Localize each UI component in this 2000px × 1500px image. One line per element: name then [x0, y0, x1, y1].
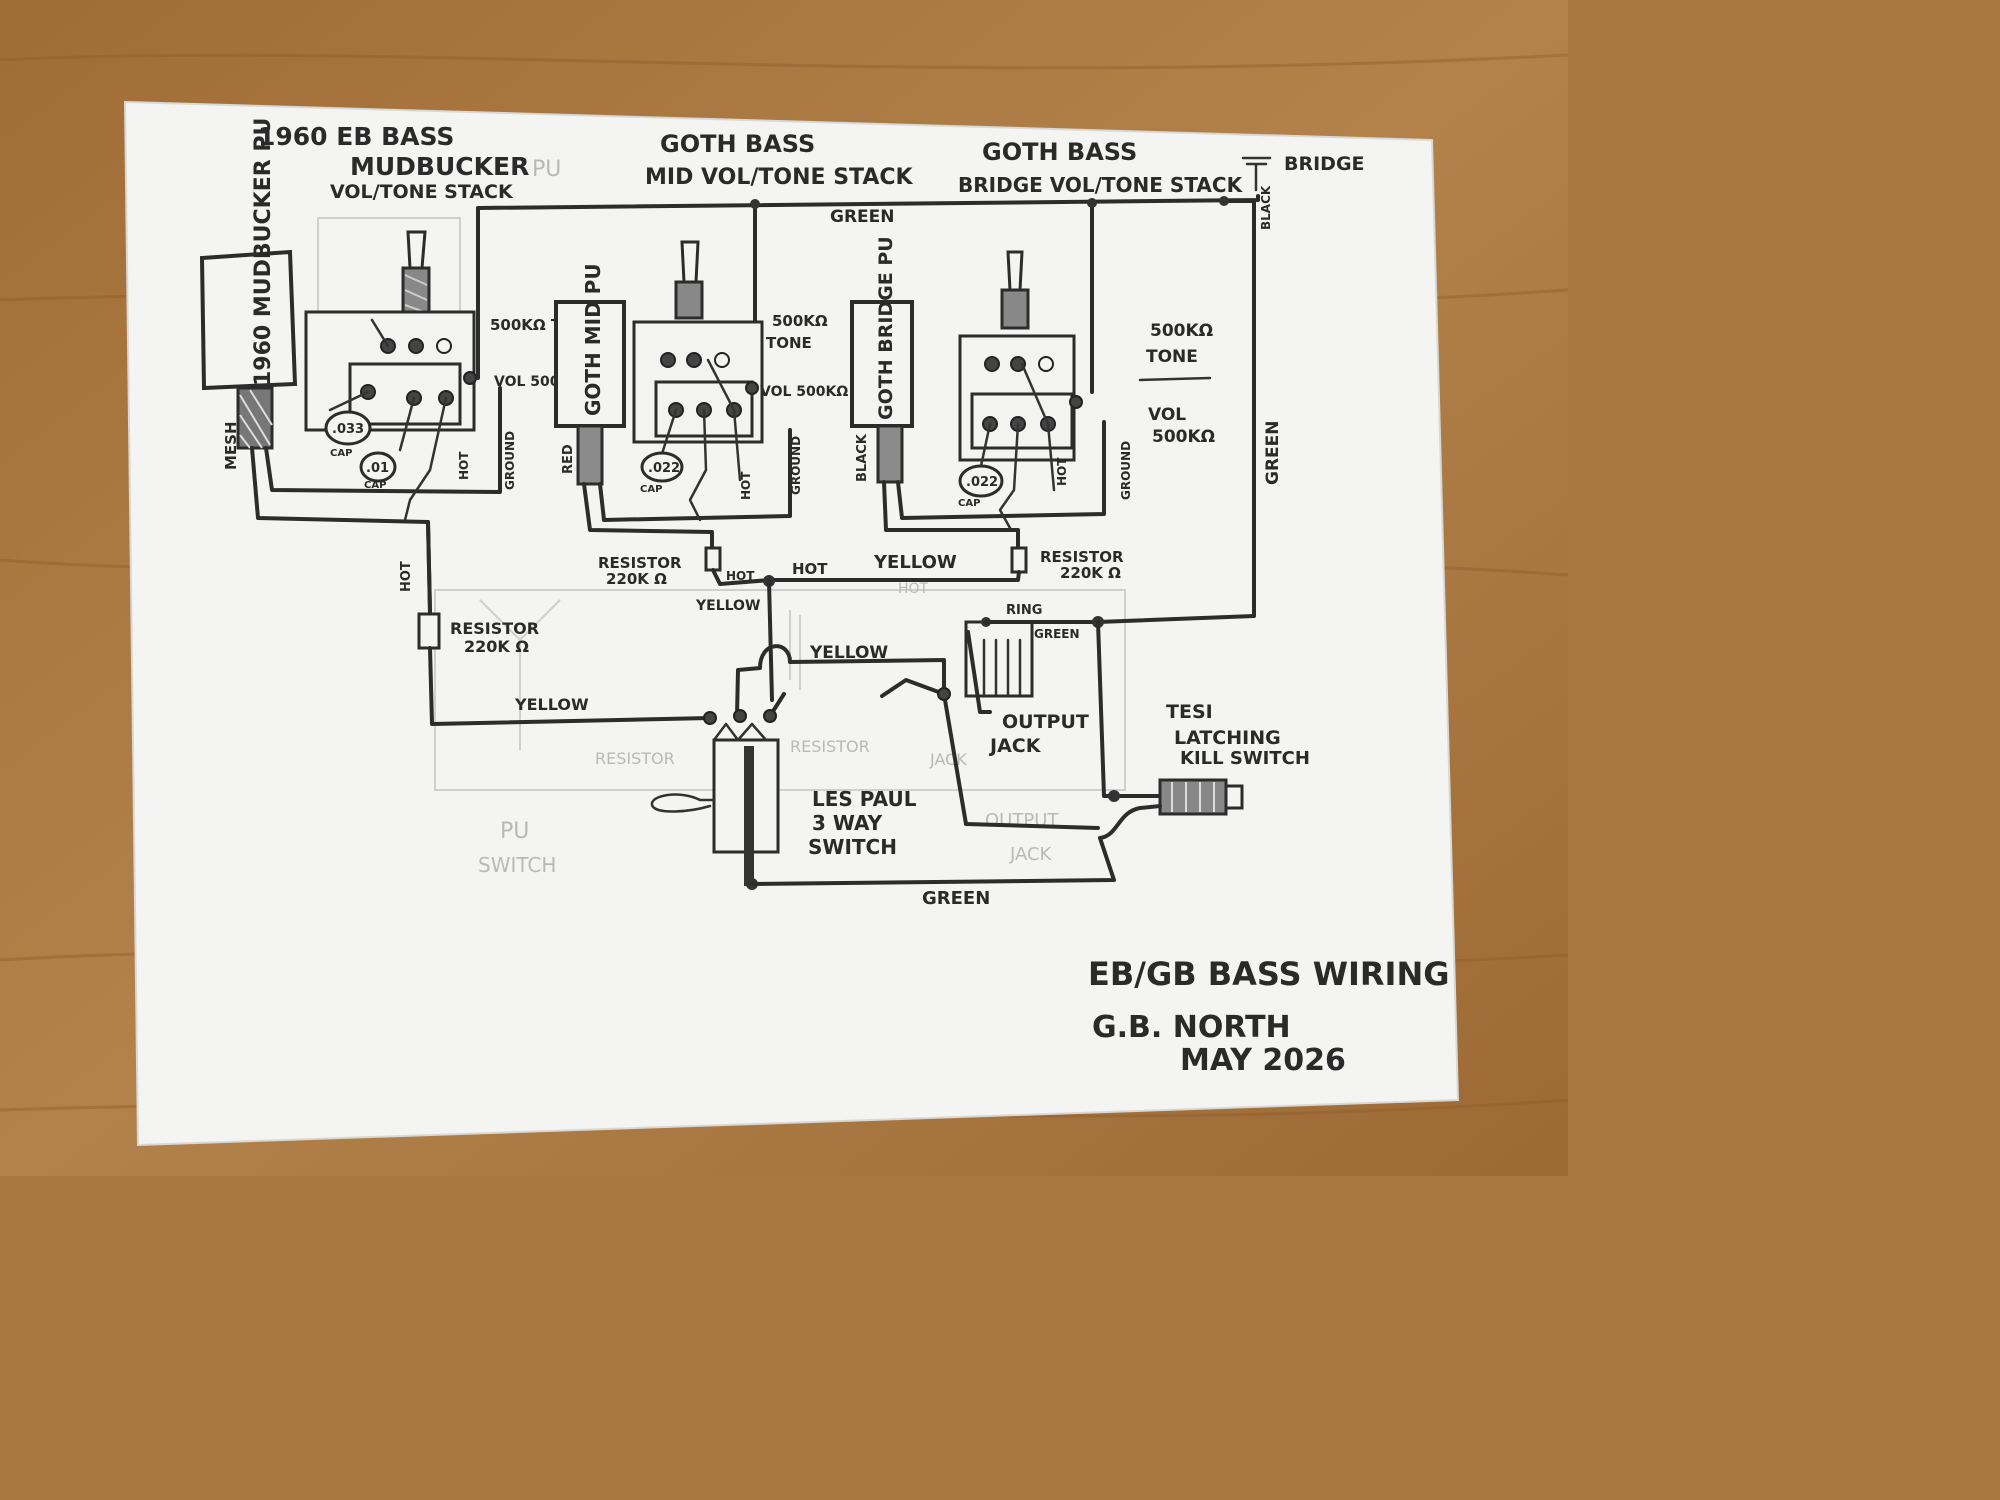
eb-mesh-label: MESH	[222, 421, 240, 470]
wiring-diagram-sheet: PU SWITCH RESISTOR RESISTOR OUTPUT JACK …	[123, 100, 1460, 1147]
bridge-tone-pot-label-b: TONE	[1146, 347, 1198, 367]
mid-resistor	[704, 546, 722, 572]
junction-yellow-wire-label: YELLOW	[695, 598, 760, 614]
eb-cap-b-word: CAP	[364, 480, 386, 491]
mid-pickup-label: GOTH MID PU	[581, 263, 605, 416]
joint-yellow-wire-label: YELLOW	[873, 552, 957, 573]
eb-ground-label: GROUND	[503, 431, 517, 490]
eb-cap-b-value: .01	[366, 461, 389, 476]
bridge-ground-label: BRIDGE	[1284, 153, 1365, 175]
right-green-wire-label: GREEN	[1263, 421, 1283, 486]
bridge-black-pickup-wire-label: BLACK	[855, 433, 870, 482]
eb-heading-line2: MUDBUCKER	[350, 152, 529, 181]
diagram-author: G.B. NORTH	[1092, 1010, 1291, 1045]
ring-wire-label: RING	[1006, 603, 1042, 618]
ground-bus-green-label: GREEN	[830, 207, 895, 227]
mid-heading-line1: GOTH BASS	[660, 130, 815, 158]
eb-heading-line3: VOL/TONE STACK	[330, 181, 514, 203]
mid-hot-label: HOT	[739, 471, 753, 500]
bridge-cap-word: CAP	[958, 498, 980, 509]
mid-resistor-label: RESISTOR	[598, 554, 682, 572]
mid-vol-tone-stack: .022 CAP 500KΩ TONE VOL 500KΩ HOT GROUND	[632, 240, 848, 522]
ghost-pu-text: PU	[500, 819, 529, 844]
kill-switch-label-b: LATCHING	[1174, 727, 1281, 749]
mid-heading-line2: MID VOL/TONE STACK	[645, 165, 914, 190]
eb-cap-a-word: CAP	[330, 448, 352, 459]
mid-ground-label: GROUND	[789, 436, 803, 495]
output-jack-label-a: OUTPUT	[1002, 711, 1089, 733]
mid-cap-word: CAP	[640, 484, 662, 495]
bridge-ground-symbol: BLACK	[1241, 156, 1273, 230]
bottom-green-wire-label: GREEN	[922, 888, 990, 909]
mid-hot-wire-label: HOT	[726, 569, 755, 583]
eb-hot-label: HOT	[457, 451, 471, 480]
tesi-latching-kill-switch: TESI LATCHING KILL SWITCH GREEN	[750, 620, 1310, 909]
eb-cap-a-value: .033	[332, 422, 364, 437]
ring-green-wire-label: GREEN	[1034, 627, 1080, 641]
mid-red-wire-label: RED	[561, 444, 576, 474]
erased-sketch: PU SWITCH RESISTOR RESISTOR OUTPUT JACK …	[317, 217, 1126, 877]
bridge-tone-pot-label-a: 500KΩ	[1150, 321, 1213, 341]
mid-tone-pot-label-b: TONE	[766, 334, 812, 352]
ghost-hot-text: HOT	[898, 581, 929, 597]
eb-resistor-value: 220K Ω	[464, 637, 529, 656]
eb-heading-line1: 1960 EB BASS	[258, 122, 454, 151]
ground-node-bridge	[1087, 198, 1097, 208]
switch-label-c: SWITCH	[808, 835, 897, 859]
diagram-title: EB/GB BASS WIRING	[1088, 955, 1449, 993]
bridge-hot-label: HOT	[1055, 457, 1069, 486]
les-paul-3-way-switch: LES PAUL 3 WAY SWITCH YELLOW	[650, 643, 946, 890]
eb-yellow-wire-label: YELLOW	[514, 695, 589, 714]
switch-label-a: LES PAUL	[812, 787, 917, 811]
eb-resistor	[417, 612, 441, 650]
mid-cap-value: .022	[648, 461, 680, 476]
ghost-resistor-text-2: RESISTOR	[790, 737, 870, 756]
joint-hot-wire-label: HOT	[792, 560, 828, 578]
output-jack: RING GREEN OUTPUT JACK	[880, 603, 1104, 830]
kill-switch-label-a: TESI	[1166, 701, 1213, 723]
kill-switch-label-c: KILL SWITCH	[1180, 748, 1310, 769]
ghost-jack-text-2: JACK	[929, 750, 967, 769]
eb-resistor-label: RESISTOR	[450, 619, 539, 638]
bridge-resistor-label: RESISTOR	[1040, 548, 1124, 566]
switch-label-b: 3 WAY	[812, 811, 883, 835]
bridge-ground-label: GROUND	[1119, 441, 1133, 500]
eb-mudbucker-pickup: 1960 MUDBUCKER PU MESH	[199, 118, 502, 612]
eb-hot-wire-label: HOT	[399, 561, 414, 592]
goth-bridge-pickup: GOTH BRIDGE PU BLACK	[850, 236, 1106, 550]
headings: 1960 EB BASS MUDBUCKER PU VOL/TONE STACK…	[258, 122, 1365, 203]
bridge-vol-pot-label-a: VOL	[1148, 405, 1186, 425]
mid-vol-pot-label: VOL 500KΩ	[760, 384, 848, 400]
goth-mid-pickup: GOTH MID PU RED	[554, 263, 792, 550]
ground-node-mid	[750, 199, 760, 209]
ghost-resistor-text-1: RESISTOR	[595, 749, 675, 768]
diagram-date: MAY 2026	[1180, 1043, 1346, 1078]
mid-resistor-value: 220K Ω	[606, 570, 667, 588]
bridge-resistor-value: 220K Ω	[1060, 564, 1121, 582]
ghost-jack-text: JACK	[1009, 844, 1053, 865]
bridge-black-wire-label: BLACK	[1259, 185, 1273, 230]
ghost-switch-text: SWITCH	[478, 853, 556, 877]
ground-bus-top: GREEN GREEN	[476, 194, 1283, 624]
signature-block: EB/GB BASS WIRING G.B. NORTH MAY 2026	[1088, 955, 1449, 1078]
resistor-hot-network: HOT RESISTOR 220K Ω YELLOW RESISTOR 220K…	[399, 520, 1124, 726]
eb-vol-tone-stack: .033 CAP .01 CAP 500KΩ TONE VOL 500KΩ HO…	[304, 230, 597, 522]
bridge-resistor	[1010, 546, 1028, 574]
bridge-heading-line1: GOTH BASS	[982, 138, 1137, 166]
output-jack-label-b: JACK	[988, 735, 1042, 757]
bridge-vol-tone-stack: .022 CAP 500KΩ TONE VOL 500KΩ HOT GROUND	[958, 250, 1215, 530]
switch-yellow-wire-label: YELLOW	[809, 643, 888, 663]
eb-pickup-label: 1960 MUDBUCKER PU	[251, 118, 276, 386]
bridge-cap-value: .022	[966, 475, 998, 490]
eb-heading-pu-suffix: PU	[532, 157, 561, 182]
mid-tone-pot-label-a: 500KΩ	[772, 312, 828, 330]
bridge-pickup-label: GOTH BRIDGE PU	[875, 236, 897, 420]
ground-node-right	[1219, 196, 1229, 206]
bridge-vol-pot-label-b: 500KΩ	[1152, 427, 1215, 447]
bridge-heading-line2: BRIDGE VOL/TONE STACK	[958, 173, 1244, 197]
